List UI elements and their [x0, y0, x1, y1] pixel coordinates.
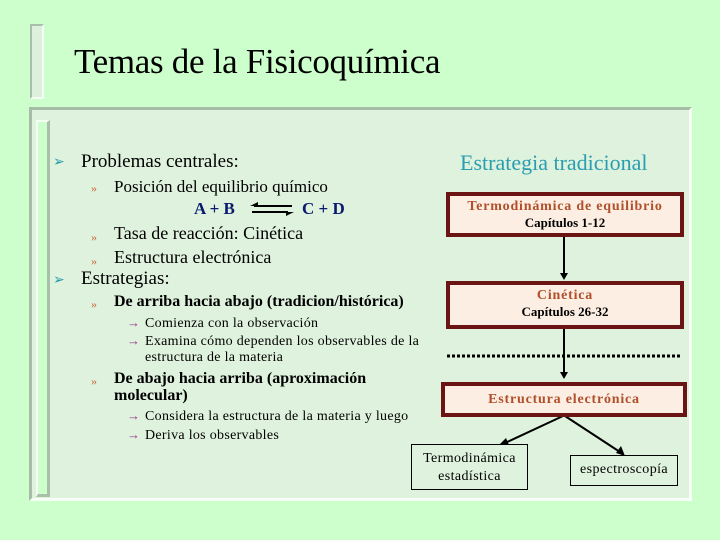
chevron-bullet-icon: »: [91, 297, 97, 311]
equilibrium-arrows-icon: [250, 202, 294, 216]
arrow-bullet-icon: →: [127, 408, 140, 423]
slide-title: Temas de la Fisicoquímica: [74, 42, 441, 81]
bottom-up-item: Considera la estructura de la materia y …: [145, 409, 409, 424]
box-heading: Termodinámica de equilibrio: [467, 199, 663, 214]
title-decor-bar: [30, 24, 44, 99]
leaf-line: estadística: [438, 469, 501, 484]
arrowhead-bullet-icon: ➢: [53, 273, 65, 288]
top-down-heading: De arriba hacia abajo (tradicion/históri…: [114, 293, 404, 310]
chevron-bullet-icon: »: [91, 374, 97, 388]
box-electronic-structure: Estructura electrónica: [441, 382, 687, 417]
problems-heading: Problemas centrales:: [81, 151, 239, 172]
box-heading: Estructura electrónica: [488, 392, 640, 407]
box-kinetics: Cinética Capítulos 26-32: [446, 281, 684, 329]
top-down-item: Examina cómo dependen los observables de…: [145, 334, 420, 349]
equation-reactants: A + B: [194, 199, 235, 218]
bottom-up-item: Deriva los observables: [145, 428, 280, 443]
problem-item-equilibrium: Posición del equilibrio químico: [114, 177, 328, 196]
top-down-item: Comienza con la observación: [145, 316, 319, 331]
top-down-item-continued: estructura de la materia: [145, 350, 284, 365]
box-chapters: Capítulos 26-32: [521, 304, 609, 319]
problem-item-kinetics: Tasa de reacción: Cinética: [114, 223, 304, 243]
box-equilibrium-thermodynamics: Termodinámica de equilibrio Capítulos 1-…: [446, 192, 684, 237]
leaf-spectroscopy: espectroscopía: [570, 455, 678, 486]
equation-products: C + D: [302, 199, 345, 218]
arrow-bullet-icon: →: [127, 315, 140, 330]
arrow-bullet-icon: →: [127, 333, 140, 348]
leaf-statistical-thermodynamics: Termodinámica estadística: [411, 444, 528, 490]
chevron-bullet-icon: »: [91, 254, 97, 268]
bottom-up-heading-line1: De abajo hacia arriba (aproximación: [114, 370, 367, 387]
panel-decor-bar: [36, 120, 50, 497]
arrowhead-bullet-icon: ➢: [53, 155, 65, 170]
chevron-bullet-icon: »: [91, 181, 97, 195]
leaf-line: espectroscopía: [579, 462, 668, 477]
strategies-heading: Estrategias:: [81, 268, 170, 289]
leaf-line: Termodinámica: [423, 451, 516, 466]
chevron-bullet-icon: »: [91, 230, 97, 244]
box-chapters: Capítulos 1-12: [524, 215, 606, 230]
problem-item-electronic: Estructura electrónica: [114, 247, 272, 267]
diagram-title: Estrategia tradicional: [460, 150, 648, 175]
bottom-up-heading-line2: molecular): [114, 387, 188, 404]
arrow-bullet-icon: →: [127, 427, 140, 442]
box-heading: Cinética: [536, 288, 594, 303]
